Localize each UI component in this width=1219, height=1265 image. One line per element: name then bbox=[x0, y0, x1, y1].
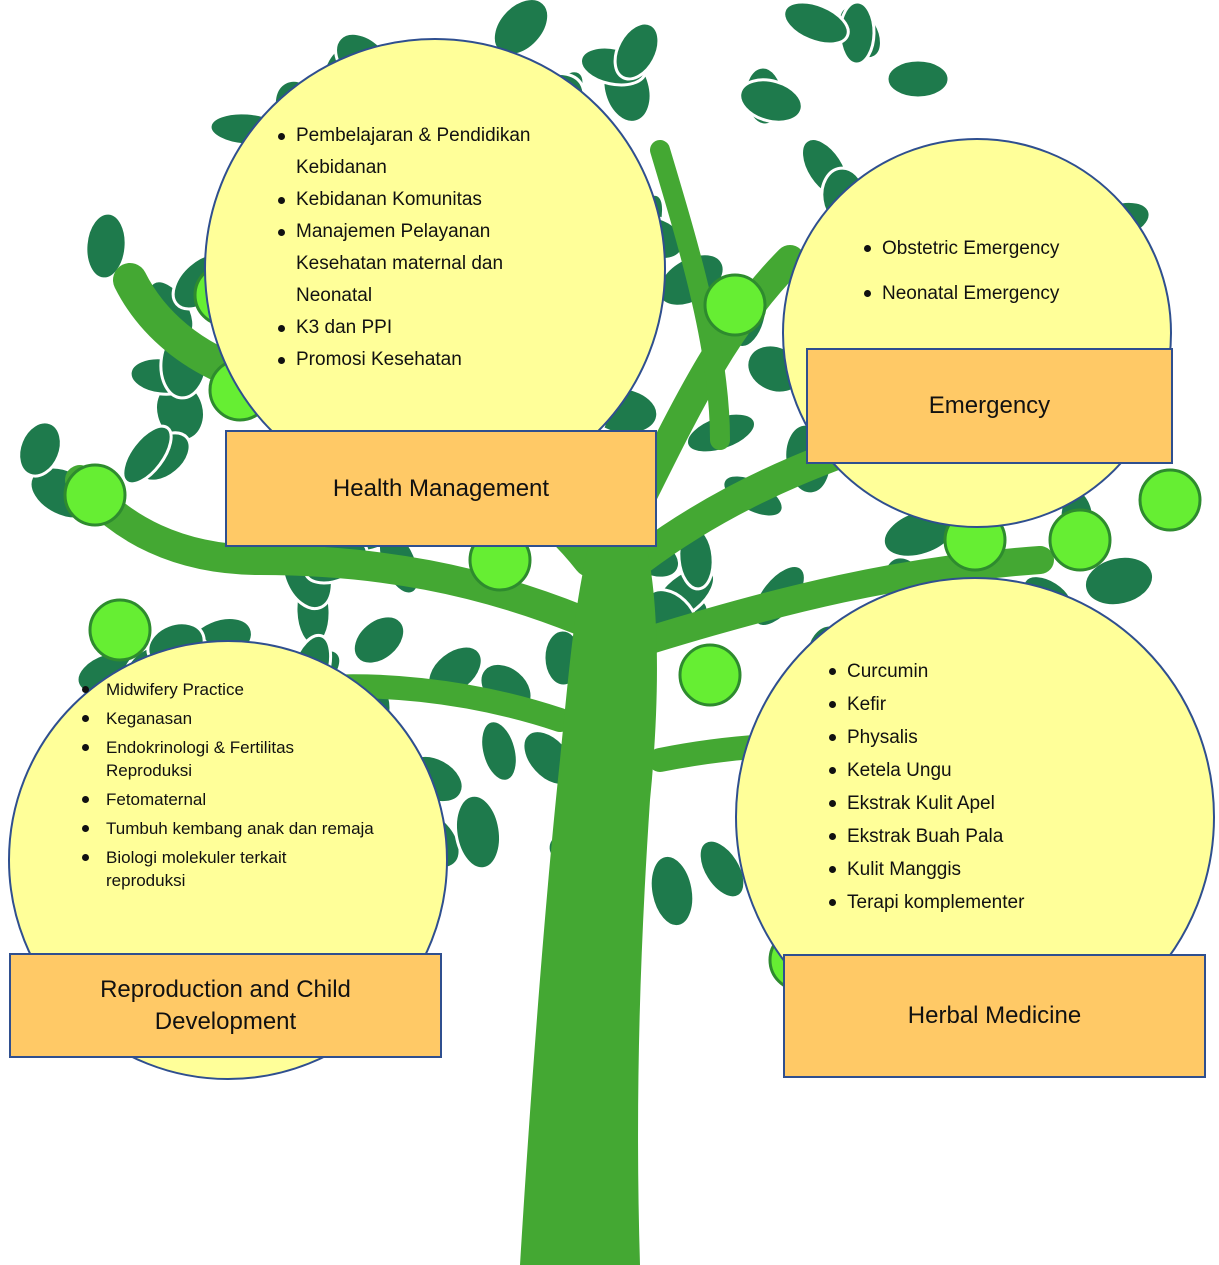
list-item-line: Fetomaternal bbox=[106, 790, 207, 809]
tree-apple bbox=[63, 463, 127, 527]
list-item: K3 dan PPI bbox=[276, 312, 606, 344]
list-item: Keganasan bbox=[80, 707, 420, 730]
list-item-line: Ekstrak Buah Pala bbox=[847, 826, 1004, 847]
health-management-title: Health Management bbox=[332, 474, 550, 502]
list-item-line: Kebidanan bbox=[296, 157, 387, 178]
list-item-line: Biologi molekuler terkait bbox=[106, 848, 287, 867]
health-management-label: Health Management bbox=[225, 430, 657, 547]
tree-leaf bbox=[454, 793, 502, 871]
list-item-line: Endokrinologi & Fertilitas bbox=[106, 738, 295, 757]
tree-leaf bbox=[885, 58, 951, 100]
list-item: Physalis bbox=[827, 721, 1147, 754]
list-item-line: Terapi komplementer bbox=[847, 892, 1025, 913]
list-item-line: Kefir bbox=[847, 694, 887, 715]
tree-leaf bbox=[697, 838, 747, 900]
tree-apple bbox=[88, 598, 152, 662]
list-item-line: Kulit Manggis bbox=[847, 859, 962, 880]
tree-leaf bbox=[1082, 554, 1156, 608]
tree-leaf bbox=[738, 78, 804, 124]
list-item-line: Physalis bbox=[847, 727, 918, 748]
list-item: Kebidanan Komunitas bbox=[276, 184, 606, 216]
list-item: Ekstrak Buah Pala bbox=[827, 820, 1147, 853]
list-item-line: Tumbuh kembang anak dan remaja bbox=[106, 819, 374, 838]
list-item: Obstetric Emergency bbox=[862, 226, 1142, 271]
tree-leaf bbox=[479, 719, 519, 783]
list-item-line: K3 dan PPI bbox=[296, 317, 393, 338]
tree-leaf bbox=[351, 614, 407, 666]
list-item-line: Pembelajaran & Pendidikan bbox=[296, 125, 531, 146]
list-item: Fetomaternal bbox=[80, 788, 420, 811]
reproduction-label: Reproduction and Child Development bbox=[9, 953, 442, 1058]
list-item-line: Reproduksi bbox=[106, 761, 192, 780]
tree-trunk bbox=[520, 540, 657, 1265]
herbal-medicine-title: Herbal Medicine bbox=[907, 1002, 1082, 1029]
tree-apple bbox=[1048, 508, 1112, 572]
list-item: Neonatal Emergency bbox=[862, 271, 1142, 316]
tree-leaf bbox=[782, 0, 850, 46]
list-item-line: Obstetric Emergency bbox=[882, 238, 1060, 259]
tree-leaf bbox=[613, 21, 661, 81]
tree-leaf bbox=[648, 853, 696, 929]
list-item-line: Neonatal bbox=[296, 285, 373, 306]
tree-leaf bbox=[121, 424, 173, 486]
list-item-line: reproduksi bbox=[106, 871, 186, 890]
list-item: Promosi Kesehatan bbox=[276, 344, 606, 376]
list-item: Ekstrak Kulit Apel bbox=[827, 787, 1147, 820]
list-item: Ketela Ungu bbox=[827, 754, 1147, 787]
list-item-line: Promosi Kesehatan bbox=[296, 349, 462, 370]
list-item-line: Keganasan bbox=[106, 709, 193, 728]
list-item: Kefir bbox=[827, 688, 1147, 721]
reproduction-title-line-2: Development bbox=[154, 1007, 297, 1035]
herbal-medicine-label: Herbal Medicine bbox=[783, 954, 1206, 1078]
list-item-line: Manajemen Pelayanan bbox=[296, 221, 491, 242]
list-item-line: Curcumin bbox=[847, 661, 929, 682]
tree-leaf bbox=[84, 211, 128, 281]
tree-branch bbox=[650, 140, 730, 450]
list-item: Midwifery Practice bbox=[80, 678, 420, 701]
list-item-line: Ketela Ungu bbox=[847, 760, 952, 781]
list-item-line: Kesehatan maternal dan bbox=[296, 253, 504, 274]
list-item: Tumbuh kembang anak dan remaja bbox=[80, 817, 420, 840]
list-item-line: Neonatal Emergency bbox=[882, 283, 1060, 304]
reproduction-title-line-1: Reproduction and Child bbox=[100, 975, 351, 1003]
list-item-line: Midwifery Practice bbox=[106, 680, 244, 699]
tree-apple bbox=[678, 643, 742, 707]
list-item-line: Ekstrak Kulit Apel bbox=[847, 793, 995, 814]
list-item: Terapi komplementer bbox=[827, 886, 1147, 919]
list-item: Curcumin bbox=[827, 655, 1147, 688]
emergency-label: Emergency bbox=[806, 348, 1173, 464]
tree-apple bbox=[703, 273, 767, 337]
list-item: Kulit Manggis bbox=[827, 853, 1147, 886]
emergency-title: Emergency bbox=[928, 392, 1051, 419]
tree-apple bbox=[1138, 468, 1202, 532]
list-item-line: Kebidanan Komunitas bbox=[296, 189, 482, 210]
list-item: Biologi molekuler terkait reproduksi bbox=[80, 846, 420, 892]
tree-leaf bbox=[17, 420, 63, 478]
